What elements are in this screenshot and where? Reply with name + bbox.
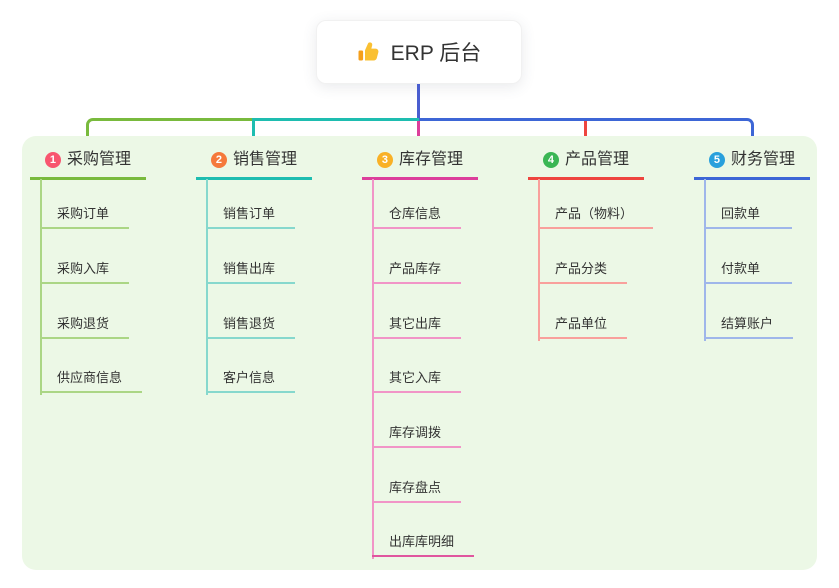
branch-title: 库存管理 [398,151,463,168]
child-node[interactable]: 产品（物料） [538,202,654,229]
branch-number-badge: 3 [376,151,393,168]
connector-branch-sales [252,118,419,145]
root-node[interactable]: ERP 后台 [316,20,522,84]
child-node-label: 库存盘点 [389,480,442,495]
connector-branch-purchase [86,118,254,145]
branch-trunk-line [704,179,706,341]
child-node[interactable]: 结算账户 [704,312,794,339]
child-node[interactable]: 销售订单 [206,202,296,229]
child-node-label: 采购订单 [57,206,110,221]
thumbs-up-icon [358,42,379,61]
branch-trunk-line [372,179,374,559]
child-node[interactable]: 仓库信息 [372,202,462,229]
child-node-label: 库存调拨 [389,425,442,440]
child-node-label: 销售出库 [223,261,276,276]
branch-node-4[interactable]: 4 产品管理 [528,149,644,180]
branch-trunk-line [538,179,540,341]
child-node[interactable]: 其它入库 [372,366,462,393]
child-node[interactable]: 销售出库 [206,257,296,284]
branch-trunk-line [206,179,208,395]
child-node-label: 产品库存 [389,261,442,276]
child-node-label: 产品分类 [555,261,608,276]
branch-number-badge: 1 [44,151,61,168]
branch-node-2[interactable]: 2 销售管理 [196,149,312,180]
child-node-label: 产品（物料） [555,206,634,221]
child-node-label: 销售退货 [223,316,276,331]
child-node[interactable]: 库存盘点 [372,476,462,503]
child-node[interactable]: 产品分类 [538,257,628,284]
child-node-label: 采购退货 [57,316,110,331]
root-title: ERP 后台 [390,42,482,65]
child-node-label: 产品单位 [555,316,608,331]
branch-number-badge: 2 [210,151,227,168]
child-node-label: 结算账户 [721,316,774,331]
child-node-label: 客户信息 [223,370,276,385]
child-node[interactable]: 其它出库 [372,312,462,339]
child-node[interactable]: 库存调拨 [372,421,462,448]
branch-node-5[interactable]: 5 财务管理 [694,149,810,180]
child-node[interactable]: 付款单 [704,257,792,284]
canvas-panel [22,136,817,570]
child-node[interactable]: 回款单 [704,202,792,229]
child-node[interactable]: 客户信息 [206,366,296,393]
child-node[interactable]: 产品单位 [538,312,628,339]
branch-trunk-line [40,179,42,395]
child-node[interactable]: 出库库明细 [372,530,475,557]
branch-title: 财务管理 [730,151,795,168]
branch-node-3[interactable]: 3 库存管理 [362,149,478,180]
branch-number-badge: 4 [542,151,559,168]
branch-title: 产品管理 [564,151,629,168]
connector-drop-product [584,121,587,145]
child-node-label: 销售订单 [223,206,276,221]
connector-branch-finance [419,118,754,145]
branch-title: 销售管理 [232,151,297,168]
connector-drop-inventory [417,121,420,145]
child-node-label: 出库库明细 [389,534,455,549]
child-node[interactable]: 供应商信息 [40,366,143,393]
child-node[interactable]: 产品库存 [372,257,462,284]
child-node[interactable]: 采购退货 [40,312,130,339]
child-node-label: 供应商信息 [57,370,123,385]
child-node-label: 其它入库 [389,370,442,385]
child-node-label: 采购入库 [57,261,110,276]
branch-number-badge: 5 [708,151,725,168]
child-node-label: 回款单 [721,206,761,221]
child-node[interactable]: 采购入库 [40,257,130,284]
child-node[interactable]: 采购订单 [40,202,130,229]
child-node-label: 其它出库 [389,316,442,331]
branch-node-1[interactable]: 1 采购管理 [30,149,146,180]
root-connector-line [417,84,420,119]
child-node[interactable]: 销售退货 [206,312,296,339]
child-node-label: 付款单 [721,261,761,276]
child-node-label: 仓库信息 [389,206,442,221]
branch-title: 采购管理 [66,151,131,168]
